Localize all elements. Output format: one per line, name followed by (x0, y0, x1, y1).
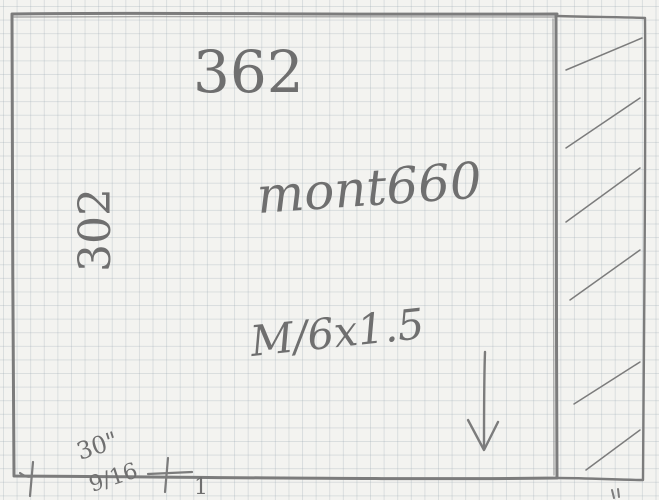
height-dimension-label: 302 (70, 188, 121, 272)
bottom-left-tick (18, 460, 35, 498)
bolt-spec-label: M/6x1.5 (247, 299, 427, 366)
material-label: mont660 (255, 151, 484, 225)
side-strip-outline (555, 14, 647, 482)
plate-outline (10, 11, 559, 481)
side-strip-hatching (565, 37, 643, 471)
width-dimension-label: 362 (193, 38, 304, 106)
bottom-note-upper: 30" (73, 426, 121, 465)
bottom-note-lower: 9/16 (86, 459, 141, 498)
plate-outline-retrace (13, 15, 555, 476)
bottom-marker-label: 1 (194, 475, 208, 500)
bottom-center-tick (146, 456, 194, 494)
bottom-right-mark (611, 488, 620, 499)
down-arrow-icon (466, 350, 500, 452)
